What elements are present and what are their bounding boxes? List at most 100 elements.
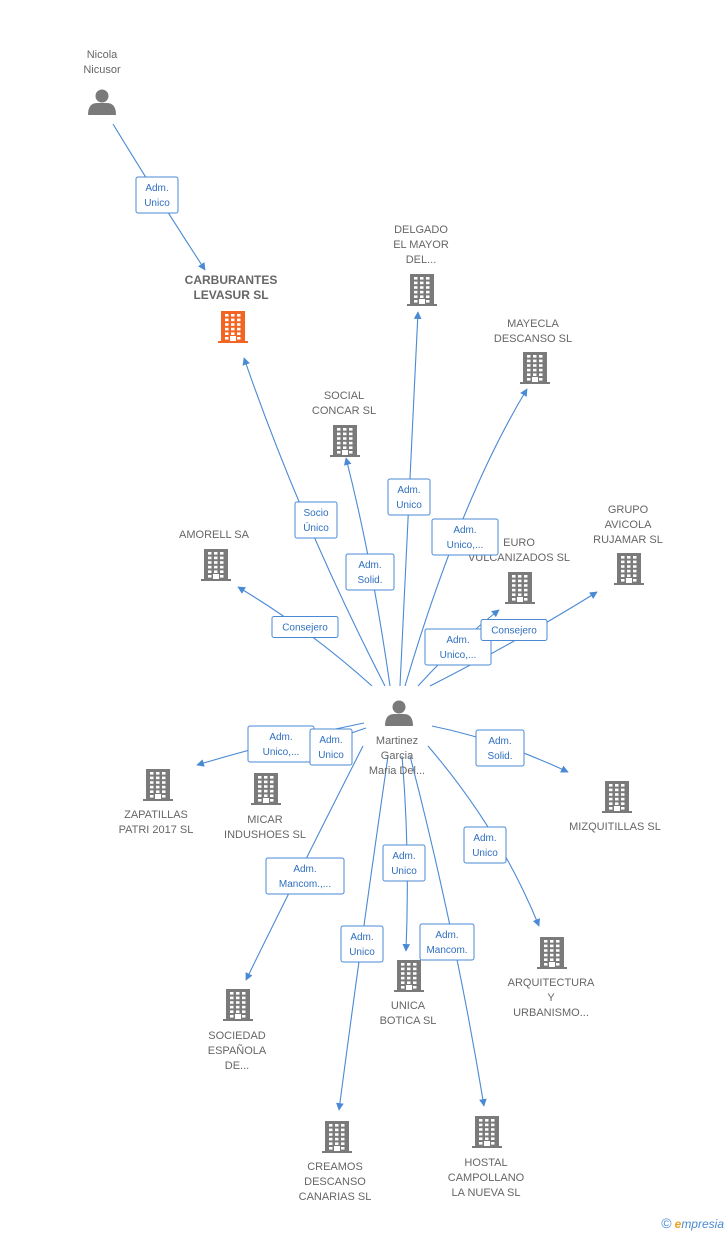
node-label: DEL... (406, 254, 437, 266)
node-label: DE... (225, 1060, 249, 1072)
edge-label-amorell[interactable]: Consejero (271, 616, 339, 638)
edge-label-mizquitillas[interactable]: Adm. Solid. (475, 729, 525, 767)
person-icon (385, 700, 413, 726)
edge-label-text: Unico (391, 866, 417, 877)
node-sociedad[interactable]: SOCIEDAD ESPAÑOLA DE... (208, 989, 267, 1072)
node-label: CAMPOLLANO (448, 1172, 525, 1184)
edge-label-text: Mancom. (426, 945, 467, 956)
node-mayecla[interactable]: MAYECLA DESCANSO SL (494, 318, 572, 384)
building-icon (614, 553, 644, 585)
node-label: Garcia (381, 750, 414, 762)
edge-label-box (340, 925, 384, 963)
node-label: Maria Del... (369, 765, 425, 777)
node-label: EURO (503, 537, 535, 549)
node-label: RUJAMAR SL (593, 534, 663, 546)
node-label: BOTICA SL (380, 1015, 437, 1027)
node-label: MAYECLA (507, 318, 559, 330)
edge-label-box (475, 729, 525, 767)
footer-brand: ©empresia (661, 1215, 724, 1231)
edge-label-sociedad[interactable]: Adm.Mancom.,... (265, 857, 345, 895)
building-icon (537, 937, 567, 969)
person-icon (88, 89, 116, 115)
edge-label-delgado[interactable]: Adm.Unico (387, 478, 431, 516)
building-icon (218, 311, 248, 343)
edge-label-text: Adm. (473, 833, 496, 844)
edge-label-text: Adm. (269, 732, 292, 743)
edge-label-text: Unico (349, 947, 375, 958)
node-label: ESPAÑOLA (208, 1044, 267, 1057)
edge-label-social[interactable]: Adm.Solid. (345, 553, 395, 591)
building-icon (472, 1116, 502, 1148)
building-icon (201, 549, 231, 581)
edge-label-text: Socio (303, 508, 328, 519)
building-icon (394, 960, 424, 992)
edge-label-text: Único (303, 521, 329, 534)
node-label: CREAMOS (307, 1161, 363, 1173)
node-label: CANARIAS SL (299, 1191, 372, 1203)
node-social[interactable]: SOCIAL CONCAR SL (312, 390, 376, 457)
node-label: LEVASUR SL (193, 288, 268, 302)
node-label: Nicusor (83, 64, 121, 76)
edge-label-zapatillas[interactable]: Adm.Unico,... (247, 725, 315, 763)
node-label: EL MAYOR (393, 239, 449, 251)
node-label: CONCAR SL (312, 405, 376, 417)
edge-label-text: Adm. (293, 864, 316, 875)
edge-label-box (387, 478, 431, 516)
edge-label-text: Adm. (350, 932, 373, 943)
node-mizquitillas[interactable]: MIZQUITILLAS SL (569, 781, 661, 833)
building-icon (143, 769, 173, 801)
copyright-icon: © (661, 1215, 672, 1231)
node-label: DESCANSO SL (494, 333, 572, 345)
edge-label-arquitectura[interactable]: Adm. Unico (463, 826, 507, 864)
edge-label-box (265, 857, 345, 895)
edge-label-text: Adm. (392, 851, 415, 862)
node-label: AMORELL SA (179, 529, 250, 541)
brand-logo-e: e (674, 1217, 682, 1231)
edge-label-unica[interactable]: Adm. Unico (382, 844, 426, 882)
edge-label-text: Solid. (487, 751, 512, 762)
edge-label-creamos[interactable]: Adm. Unico (340, 925, 384, 963)
node-label: URBANISMO... (513, 1007, 589, 1019)
edge-label-euro[interactable]: Adm.Unico,... (424, 628, 492, 666)
edge-labels-layer: Adm.UnicoSocioÚnicoAdm.Solid.Adm.UnicoAd… (135, 176, 548, 963)
edge-label-text: Consejero (282, 623, 328, 634)
edge-label-text: Unico (144, 198, 170, 209)
edge-label-micar[interactable]: Adm. Unico (309, 728, 353, 766)
edge-label-hostal[interactable]: Adm.Mancom. (419, 923, 475, 961)
node-label: SOCIAL (324, 390, 364, 402)
brand-name: mpresia (681, 1217, 724, 1231)
edge-label-box (345, 553, 395, 591)
edge-label-mayecla[interactable]: Adm.Unico,... (431, 518, 499, 556)
edge-label-text: Adm. (319, 735, 342, 746)
edge-label-text: Unico (396, 500, 422, 511)
building-icon (407, 274, 437, 306)
edge-label-text: Unico (472, 848, 498, 859)
node-amorell[interactable]: AMORELL SA (179, 529, 250, 581)
edge-label-text: Adm. (488, 736, 511, 747)
edge-label-text: Solid. (357, 575, 382, 586)
node-label: PATRI 2017 SL (119, 824, 194, 836)
edge-label-box (419, 923, 475, 961)
edge-label-text: Unico (318, 750, 344, 761)
node-label: MIZQUITILLAS SL (569, 821, 661, 833)
node-label: SOCIEDAD (208, 1030, 266, 1042)
node-label: Nicola (87, 49, 118, 61)
node-label: ARQUITECTURA (508, 977, 595, 989)
edge-label-text: Consejero (491, 626, 537, 637)
edge-label-grupo[interactable]: Consejero (480, 619, 548, 641)
edge-label-carburantes[interactable]: Adm.Unico (135, 176, 179, 214)
building-icon (520, 352, 550, 384)
building-icon (505, 572, 535, 604)
node-arquitectura[interactable]: ARQUITECTURAYURBANISMO... (508, 937, 595, 1019)
